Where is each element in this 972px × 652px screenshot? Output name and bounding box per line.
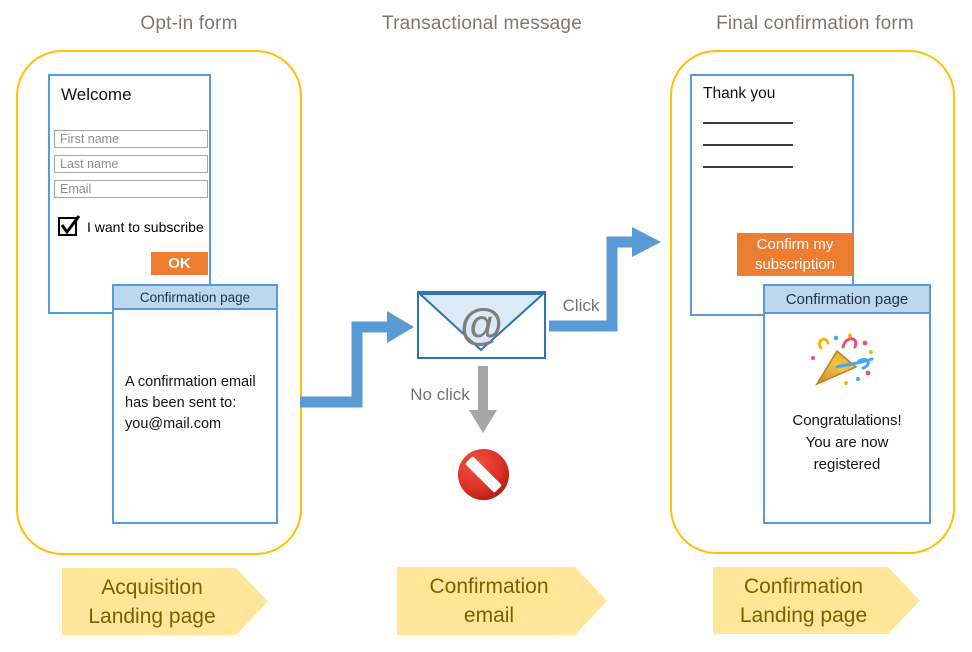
click-label: Click	[562, 296, 600, 315]
arrow-optin-to-email	[300, 311, 414, 408]
text-placeholder-line	[703, 144, 793, 146]
banner-label: Confirmation email	[429, 575, 549, 627]
text-placeholder-line	[703, 122, 793, 124]
text-placeholder-line	[703, 166, 793, 168]
banner-acquisition-landing-page: Acquisition Landing page	[62, 568, 268, 635]
no-click-label: No click	[410, 385, 470, 404]
email-input[interactable]	[54, 180, 208, 198]
confirm-subscription-button[interactable]: Confirm my subscription	[737, 233, 853, 276]
confirmation-email-sent-text: A confirmation email has been sent to: y…	[125, 374, 256, 432]
at-symbol: @	[460, 300, 503, 349]
confirmation-page-title: Confirmation page	[765, 286, 929, 314]
congratulations-text: Congratulations! You are now registered	[792, 412, 902, 473]
ok-button[interactable]: OK	[151, 252, 208, 275]
first-name-input[interactable]	[54, 130, 208, 148]
optin-form-window: Welcome I want to subscribe OK	[48, 74, 211, 314]
no-entry-icon	[457, 448, 510, 501]
envelope-at-icon: @	[417, 291, 546, 359]
checkmark-icon	[60, 215, 81, 235]
welcome-heading: Welcome	[61, 85, 132, 104]
confirmation-page-window-right: Confirmation page Congratulati	[763, 284, 931, 524]
column-title-final-confirmation-form: Final confirmation form	[716, 13, 914, 34]
subscribe-checkbox[interactable]	[58, 215, 81, 236]
banner-label: Acquisition Landing page	[88, 575, 216, 628]
column-title-optin-form: Opt-in form	[140, 13, 238, 34]
column-title-transactional-message: Transactional message	[382, 13, 582, 34]
final-confirmation-form-window: Thank you Confirm my subscription	[690, 74, 854, 316]
confirmation-page-window-left: Confirmation page A confirmation email h…	[112, 284, 278, 524]
last-name-input[interactable]	[54, 155, 208, 173]
banner-confirmation-landing-page: Confirmation Landing page	[713, 567, 920, 634]
banner-confirmation-email: Confirmation email	[397, 567, 607, 635]
subscribe-checkbox-label: I want to subscribe	[87, 218, 204, 235]
banner-label: Confirmation Landing page	[739, 574, 868, 627]
envelope-flap	[419, 293, 544, 352]
party-popper-icon	[811, 333, 874, 386]
thank-you-heading: Thank you	[703, 85, 776, 102]
confirmation-page-title: Confirmation page	[114, 286, 276, 310]
